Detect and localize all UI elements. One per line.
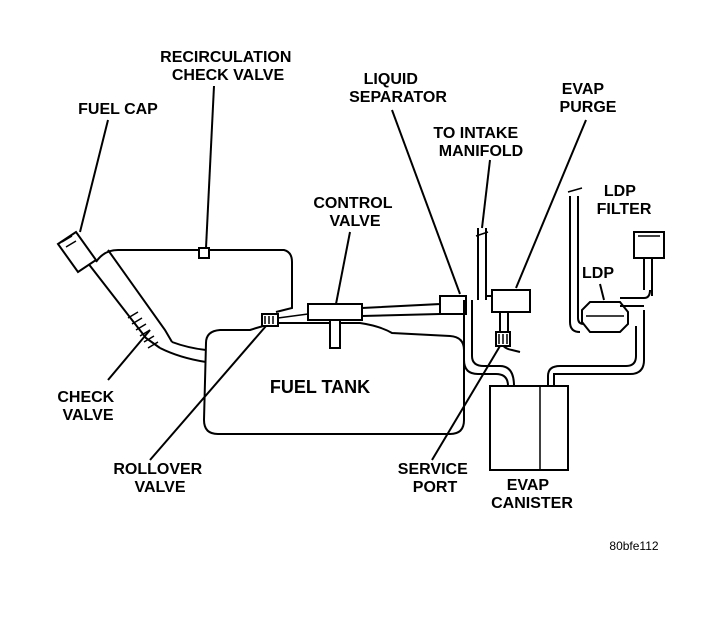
filler-neck bbox=[83, 249, 207, 363]
fuel-cap-leader bbox=[79, 119, 109, 233]
recirculation-check-valve-body bbox=[198, 247, 210, 259]
ldp-leader bbox=[599, 283, 605, 301]
liquid-separator-body bbox=[439, 295, 467, 315]
check-valve-leader bbox=[107, 329, 151, 381]
vapor-line bbox=[361, 295, 467, 317]
fuel-cap-label: FUEL CAP bbox=[78, 101, 158, 118]
evap-canister-label: EVAP CANISTER bbox=[491, 477, 573, 512]
check-valve-label: CHECK VALVE bbox=[57, 389, 118, 424]
evap-canister bbox=[489, 385, 569, 471]
fuel-tank: FUEL TANK bbox=[202, 322, 465, 435]
figure-code: 80bfe112 bbox=[609, 539, 658, 553]
to-intake-manifold-label: TO INTAKE MANIFOLD bbox=[433, 125, 523, 160]
control-valve-leader bbox=[335, 231, 351, 305]
ldp-vacuum-line bbox=[567, 187, 585, 333]
evap-purge-leader bbox=[515, 119, 587, 289]
control-valve bbox=[277, 303, 363, 349]
recirculation-line bbox=[95, 247, 293, 313]
service-port bbox=[495, 331, 511, 347]
control-valve-label: CONTROL VALVE bbox=[313, 195, 396, 230]
ldp-label: LDP bbox=[582, 265, 614, 282]
service-port-label: SERVICE PORT bbox=[398, 461, 472, 496]
liquid-separator-leader bbox=[391, 109, 461, 295]
fuel-tank-label: FUEL TANK bbox=[270, 377, 370, 397]
rollover-valve-leader bbox=[149, 325, 267, 461]
ldp-filter bbox=[633, 231, 665, 296]
intake-manifold-leader bbox=[481, 159, 491, 229]
ldp-pump bbox=[581, 289, 651, 333]
recirculation-check-valve-label: RECIRCULATION CHECK VALVE bbox=[160, 49, 296, 84]
canister-to-ldp-line bbox=[547, 310, 645, 386]
liquid-separator-label: LIQUID SEPARATOR bbox=[349, 71, 447, 106]
fuel-cap bbox=[56, 230, 98, 274]
rollover-valve bbox=[261, 313, 279, 327]
recirculation-check-valve-leader bbox=[205, 85, 215, 249]
separator-to-canister-line bbox=[463, 300, 515, 387]
ldp-filter-label: LDP FILTER bbox=[597, 183, 652, 218]
evap-purge-label: EVAP PURGE bbox=[560, 81, 617, 116]
rollover-valve-label: ROLLOVER VALVE bbox=[113, 461, 206, 496]
leader-lines bbox=[79, 85, 605, 461]
service-port-leader bbox=[431, 345, 501, 461]
